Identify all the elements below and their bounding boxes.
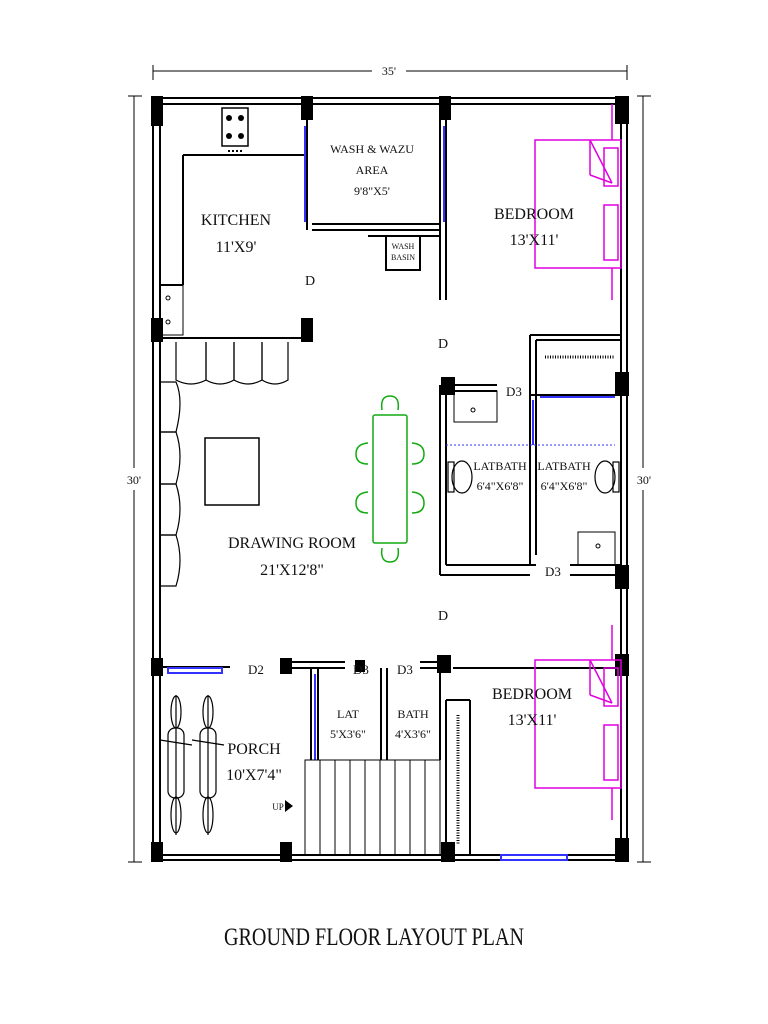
toilet-icon [447, 460, 473, 494]
door-label: D [438, 609, 448, 624]
dimension-top: 35' [382, 64, 396, 78]
stair-up-label: UP [272, 802, 284, 812]
latbath-right-size: 6'4"X6'8" [541, 479, 588, 493]
bedroom-top-label: BEDROOM [494, 206, 574, 223]
wash-basin-label-2: BASIN [391, 253, 415, 262]
wash-area-size: 9'8"X5' [354, 184, 390, 198]
door-label: D3 [545, 564, 561, 579]
bed-icon [534, 104, 622, 300]
bath-size: 4'X3'6" [395, 727, 431, 741]
sofa-icon [160, 342, 289, 587]
porch-label: PORCH [227, 741, 281, 758]
motorcycle-icon [159, 695, 193, 835]
kitchen-sink-icon [159, 284, 184, 336]
latbath-right-label: LATBATH [537, 459, 591, 473]
wash-area-label-2: AREA [356, 163, 389, 177]
wash-basin-icon [453, 390, 498, 423]
bed-icon [534, 625, 622, 820]
motorcycle-icon [191, 695, 225, 835]
stair-up-arrow-icon [285, 800, 293, 812]
latbath-left-label: LATBATH [473, 459, 527, 473]
door-label: D [305, 274, 315, 289]
bedroom-bottom-size: 13'X11' [508, 712, 557, 729]
coffee-table-icon [204, 437, 260, 506]
staircase [304, 759, 441, 856]
columns [151, 96, 629, 862]
dining-table-icon [355, 395, 425, 563]
wash-basin-icon [577, 531, 616, 566]
kitchen-label: KITCHEN [201, 212, 272, 229]
bedroom-bottom-label: BEDROOM [492, 686, 572, 703]
latbath-left-size: 6'4"X6'8" [477, 479, 524, 493]
drawing-room-size: 21'X12'8" [260, 562, 324, 579]
door-label: D3 [506, 384, 522, 399]
bath-label: BATH [397, 707, 429, 721]
dimension-left: 30' [127, 473, 141, 487]
bedroom-top-size: 13'X11' [510, 232, 559, 249]
toilet-icon [594, 460, 620, 494]
dimension-right: 30' [637, 473, 651, 487]
windows [167, 126, 615, 861]
wash-area-label: WASH & WAZU [330, 142, 414, 156]
porch-size: 10'X7'4" [226, 767, 282, 784]
door-label: D2 [248, 662, 264, 677]
drawing-room-label: DRAWING ROOM [228, 535, 356, 552]
door-label: D3 [353, 662, 369, 677]
door-label: D3 [397, 662, 413, 677]
kitchen-size: 11'X9' [216, 239, 257, 256]
door-label: D [438, 337, 448, 352]
stove-icon [221, 107, 249, 152]
plan-title: GROUND FLOOR LAYOUT PLAN [224, 924, 524, 951]
wash-basin-label: WASH [392, 242, 415, 251]
lat-size: 5'X3'6" [330, 727, 366, 741]
lat-label: LAT [337, 707, 360, 721]
